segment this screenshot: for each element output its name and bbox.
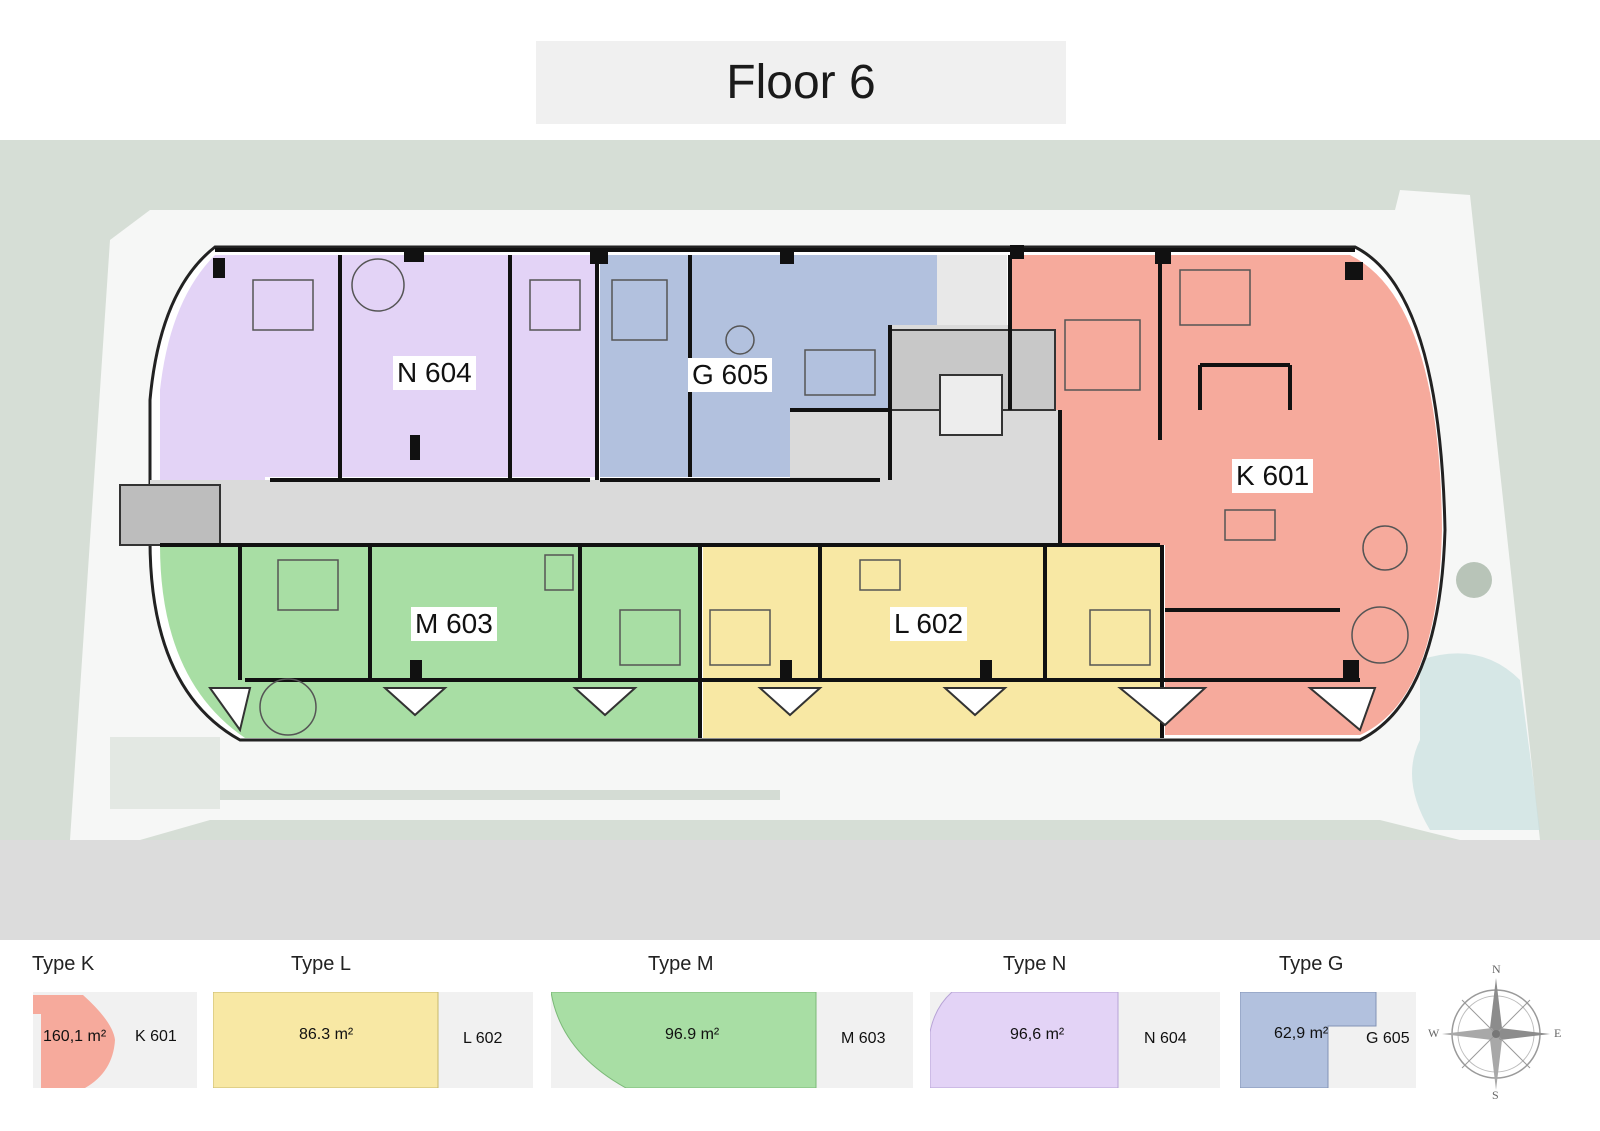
unit-label-k601: K 601	[1232, 459, 1314, 493]
corridor	[150, 325, 1060, 545]
legend-area-k: 160,1 m²	[43, 1028, 107, 1045]
unit-l-area	[703, 545, 1162, 738]
compass-e: E	[1554, 1026, 1562, 1040]
unit-k-area	[1010, 255, 1442, 735]
walls	[160, 248, 1360, 738]
legend-code-k: K 601	[135, 1028, 177, 1045]
legend-card-m: 96.9 m² M 603	[551, 992, 913, 1088]
shaft	[937, 255, 1007, 325]
legend-swatch-l	[213, 992, 439, 1088]
compass-rose: N E S W	[1428, 962, 1562, 1102]
legend-type-k: Type K	[32, 953, 95, 975]
floor-title-box: Floor 6	[536, 41, 1066, 124]
unit-label-n604: N 604	[393, 356, 476, 390]
legend-area-m: 96.9 m²	[665, 1026, 720, 1043]
legend-card-n: 96,6 m² N 604	[930, 992, 1220, 1088]
legend-type-g: Type G	[1279, 953, 1344, 975]
bay-windows	[208, 687, 1377, 733]
legend-swatch-g	[1240, 992, 1377, 1088]
floor-plan-drawing	[0, 140, 1600, 940]
unit-n-area	[160, 255, 597, 480]
road	[0, 840, 1600, 940]
legend-area-l: 86.3 m²	[299, 1026, 354, 1043]
elevator	[939, 374, 1003, 436]
compass-s: S	[1492, 1088, 1499, 1102]
unit-m-area	[160, 545, 700, 738]
legend-card-g: 62,9 m² G 605	[1240, 992, 1416, 1088]
legend-swatch-n	[930, 992, 1119, 1088]
unit-label-g605: G 605	[688, 358, 773, 392]
legend-swatch-m	[551, 992, 817, 1088]
legend-area-g: 62,9 m²	[1274, 1025, 1329, 1042]
compass-n: N	[1492, 962, 1501, 976]
legend-type-n: Type N	[1003, 953, 1067, 975]
legend-code-l: L 602	[463, 1030, 503, 1047]
legend-code-m: M 603	[841, 1030, 886, 1047]
unit-label-l602: L 602	[890, 607, 968, 641]
unit-label-m603: M 603	[411, 607, 497, 641]
legend-card-l: 86.3 m² L 602	[213, 992, 533, 1088]
legend-card-k: 160,1 m² K 601	[33, 992, 197, 1088]
legend-type-l: Type L	[291, 953, 352, 975]
legend-code-g: G 605	[1366, 1030, 1410, 1047]
legend-swatch-k	[33, 995, 115, 1088]
furniture	[252, 258, 1409, 736]
compass-w: W	[1428, 1026, 1440, 1040]
floor-title: Floor 6	[726, 56, 876, 109]
legend-area-n: 96,6 m²	[1010, 1026, 1065, 1043]
stair-west	[119, 484, 221, 546]
planter	[110, 737, 220, 809]
columns	[213, 245, 1363, 682]
hedge	[220, 790, 780, 800]
legend-code-n: N 604	[1144, 1030, 1187, 1047]
water-feature	[1412, 653, 1540, 830]
legend-type-m: Type M	[648, 953, 714, 975]
floor-plan: N 604 G 605 K 601 M 603 L 602	[0, 140, 1600, 940]
compass-rose-icon	[1442, 978, 1550, 1090]
tree	[1456, 562, 1492, 598]
